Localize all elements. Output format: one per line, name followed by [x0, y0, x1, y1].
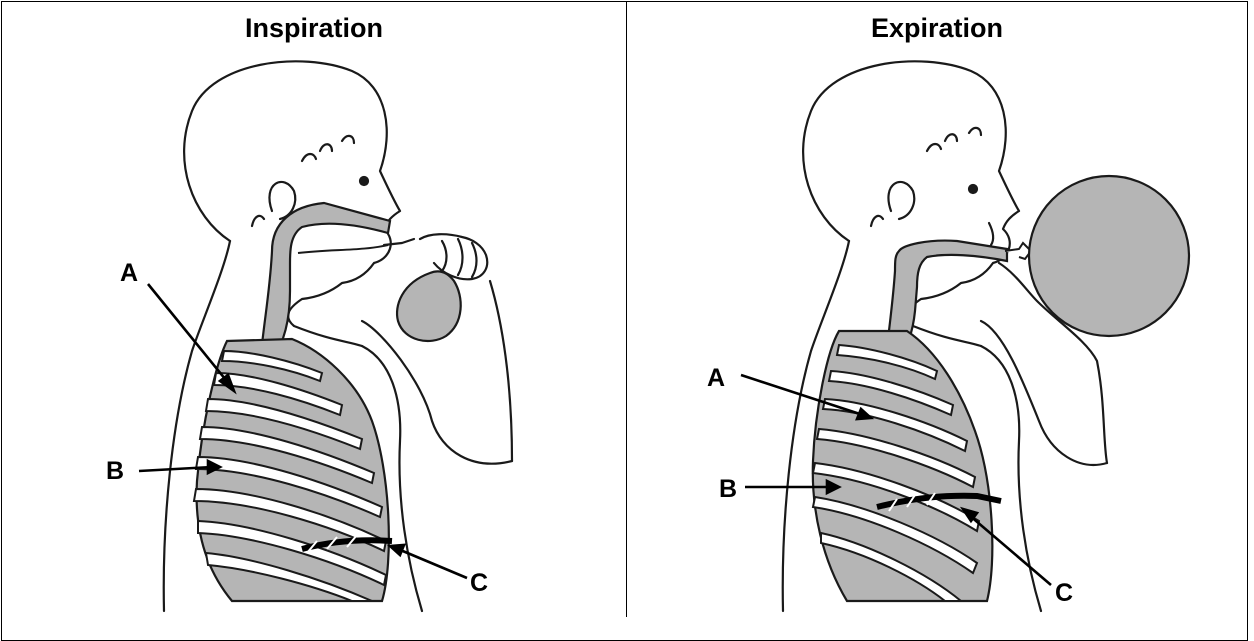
- expiration-panel: Expiration: [627, 1, 1247, 617]
- ear: [888, 182, 914, 219]
- label-c: C: [1055, 579, 1073, 607]
- balloon: [1029, 176, 1189, 336]
- label-a: A: [707, 364, 725, 392]
- inspiration-panel: Inspiration: [2, 1, 626, 617]
- label-b: B: [719, 475, 737, 503]
- balloon: [397, 271, 461, 341]
- inspiration-diagram: A B C: [2, 1, 626, 617]
- body-outline: [184, 61, 400, 346]
- arm-outline: [362, 321, 512, 464]
- label-c: C: [470, 569, 488, 597]
- expiration-diagram: A B C: [627, 1, 1247, 617]
- arm-outline: [981, 321, 1107, 465]
- label-b: B: [106, 457, 124, 485]
- label-a: A: [120, 259, 138, 287]
